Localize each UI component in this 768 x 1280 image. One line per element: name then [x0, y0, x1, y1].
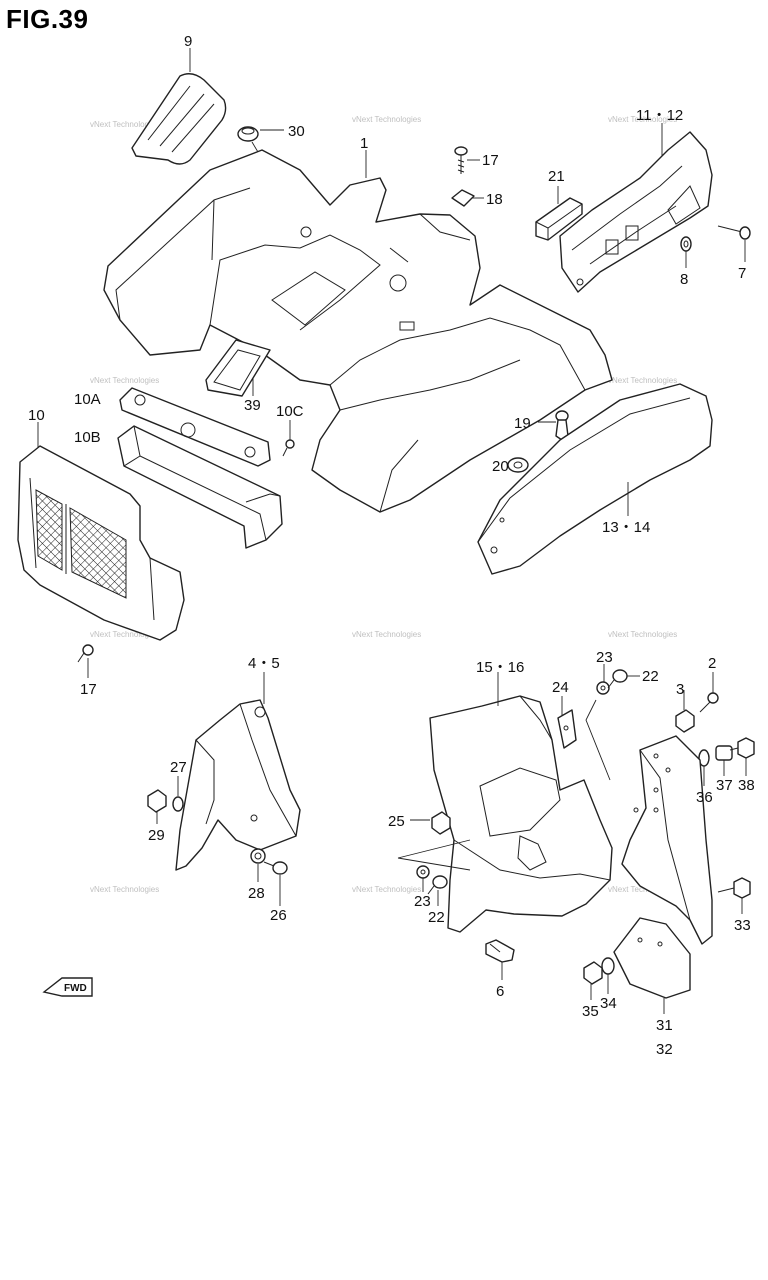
watermark: vNext Technologies — [352, 885, 421, 894]
part-33-bolt — [717, 877, 751, 899]
callout-31: 31 — [656, 1017, 673, 1034]
callout-9: 9 — [184, 33, 192, 50]
part-23-washer — [596, 681, 610, 695]
callout-6: 6 — [496, 983, 504, 1000]
part-15-16-inner-fender — [429, 695, 613, 933]
part-20-grommet — [507, 457, 529, 473]
callout-10: 10 — [28, 407, 45, 424]
callout-29: 29 — [148, 827, 165, 844]
part-31-32-mud-flap — [613, 917, 691, 999]
part-34-washer — [601, 957, 615, 975]
callout-8: 8 — [680, 271, 688, 288]
callout-26: 26 — [270, 907, 287, 924]
callout-7: 7 — [738, 265, 746, 282]
part-6-bolt — [485, 939, 515, 963]
callout-24: 24 — [552, 679, 569, 696]
part-27-washer — [172, 796, 184, 812]
watermark: vNext Technologies — [90, 120, 159, 129]
part-2-bolt — [699, 692, 719, 713]
callout-38: 38 — [738, 777, 755, 794]
part-13-14-rear-fender — [477, 383, 713, 575]
part-11-12-side-cover — [559, 131, 713, 293]
part-26-bolt — [263, 861, 288, 875]
callout-23-lower: 23 — [414, 893, 431, 910]
callout-27: 27 — [170, 759, 187, 776]
callout-15-16: 15・16 — [476, 659, 524, 676]
part-17-screw-lower — [77, 644, 94, 663]
watermark: vNext Technologies — [352, 115, 421, 124]
callout-2: 2 — [708, 655, 716, 672]
callout-22: 22 — [642, 668, 659, 685]
callout-13-14: 13・14 — [602, 519, 650, 536]
callout-19: 19 — [514, 415, 531, 432]
part-28-washer — [250, 848, 266, 864]
part-9-pad — [131, 73, 227, 165]
watermark: vNext Technologies — [608, 115, 677, 124]
callout-3: 3 — [676, 681, 684, 698]
part-30-grommet — [237, 126, 259, 142]
part-18-clip — [451, 189, 475, 207]
watermark: vNext Technologies — [90, 376, 159, 385]
callout-10C: 10C — [276, 403, 304, 420]
part-35-nut — [583, 961, 603, 985]
part-1-front-fender — [103, 149, 613, 513]
part-22-bolt — [607, 669, 628, 689]
part-29-nut — [147, 789, 167, 813]
part-3-nut — [675, 709, 695, 733]
part-flap-plate — [621, 735, 713, 945]
callout-35: 35 — [582, 1003, 599, 1020]
callout-37: 37 — [716, 777, 733, 794]
callout-39: 39 — [244, 397, 261, 414]
part-7-screw — [717, 225, 751, 240]
callout-25: 25 — [388, 813, 405, 830]
part-39-pad — [205, 339, 271, 397]
part-10C-screw — [282, 439, 295, 457]
callout-33: 33 — [734, 917, 751, 934]
part-38-bolt — [729, 737, 755, 759]
callout-labels: 9 30 1 17 18 11・12 21 8 7 10A 10B 10 39 … — [28, 33, 755, 1058]
figure-title: FIG.39 — [6, 4, 89, 34]
watermark: vNext Technologies — [608, 630, 677, 639]
callout-17: 17 — [482, 152, 499, 169]
part-37-spacer — [715, 745, 733, 761]
callout-23: 23 — [596, 649, 613, 666]
watermark: vNext Technologies — [608, 376, 677, 385]
callout-17-lower: 17 — [80, 681, 97, 698]
part-22-bolt-lower — [427, 875, 448, 895]
callout-34: 34 — [600, 995, 617, 1012]
fwd-label: FWD — [64, 983, 87, 994]
callout-18: 18 — [486, 191, 503, 208]
part-8-washer — [680, 236, 692, 252]
callout-22-lower: 22 — [428, 909, 445, 926]
callout-1: 1 — [360, 135, 368, 152]
part-10A-bracket — [119, 387, 271, 467]
part-4-5-mud-guard — [175, 699, 301, 871]
callout-21: 21 — [548, 168, 565, 185]
callout-36: 36 — [696, 789, 713, 806]
part-21-pad — [535, 197, 583, 241]
fwd-indicator: FWD — [42, 977, 93, 997]
callout-10A: 10A — [74, 391, 101, 408]
part-17-screw — [454, 146, 468, 174]
part-24-bracket — [557, 709, 577, 749]
part-10B-duct — [117, 425, 283, 549]
callout-10B: 10B — [74, 429, 101, 446]
part-10-grille — [17, 445, 185, 641]
watermark: vNext Technologies — [90, 885, 159, 894]
callout-28: 28 — [248, 885, 265, 902]
watermark: vNext Technologies — [352, 630, 421, 639]
callout-30: 30 — [288, 123, 305, 140]
part-25-nut — [431, 811, 451, 835]
part-23-washer-lower — [416, 865, 430, 879]
callout-32: 32 — [656, 1041, 673, 1058]
callout-11-12: 11・12 — [636, 107, 683, 124]
callout-20: 20 — [492, 458, 509, 475]
watermark: vNext Technologies — [90, 630, 159, 639]
callout-4-5: 4・5 — [248, 655, 280, 672]
watermark: vNext Technologies — [608, 885, 677, 894]
